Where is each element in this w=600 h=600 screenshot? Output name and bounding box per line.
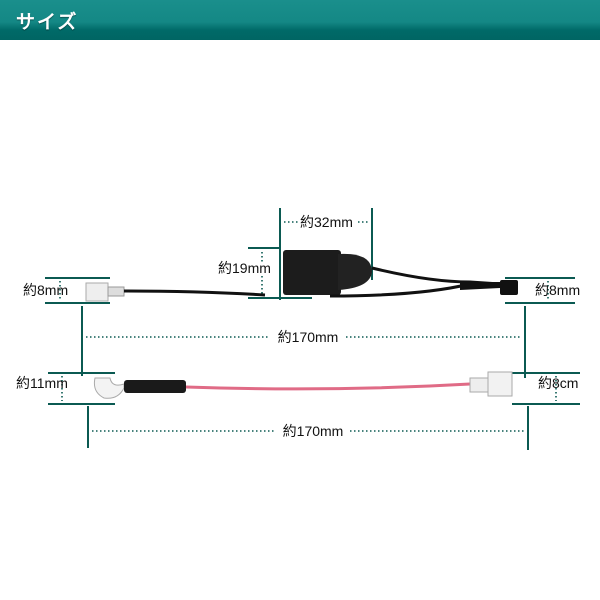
top-right-terminal-label: 約8mm [535, 282, 580, 298]
right-terminal [487, 371, 513, 397]
top-length-label: 約170mm [278, 329, 339, 345]
top-left-terminal-label: 約8mm [23, 282, 68, 298]
pink-cable [93, 371, 513, 399]
section-title: サイズ [16, 11, 79, 33]
pink-wire [185, 382, 471, 391]
right-terminal [500, 280, 518, 295]
dotted-guides [59, 221, 557, 432]
left-terminal [85, 282, 109, 302]
section-header: サイズ [0, 0, 600, 40]
fuse-holder [283, 250, 341, 295]
holder-height-label: 約19mm [218, 260, 271, 276]
heat-shrink [124, 380, 186, 393]
ring-terminal [93, 377, 125, 399]
holder-width-label: 約32mm [300, 214, 353, 230]
black-wire [123, 289, 266, 297]
bottom-length-label: 約170mm [283, 423, 344, 439]
bottom-left-terminal-label: 約11mm [16, 375, 68, 391]
fuse-holder-cable [85, 250, 518, 302]
guide-lines [45, 208, 580, 450]
bottom-right-terminal-label: 約8cm [538, 375, 578, 391]
